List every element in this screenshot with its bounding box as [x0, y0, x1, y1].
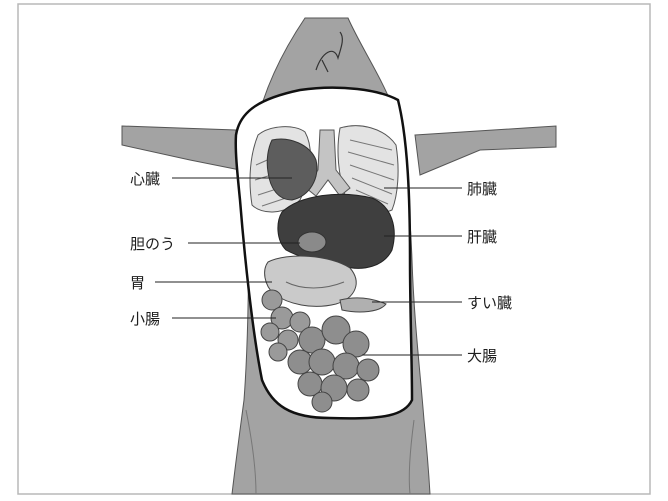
label-liver: 肝臓 — [467, 228, 497, 246]
label-small-intestine: 小腸 — [130, 310, 160, 328]
label-pancreas: すい臓 — [467, 294, 512, 312]
gallbladder — [298, 232, 326, 252]
label-stomach: 胃 — [130, 274, 145, 292]
label-lung: 肺臓 — [467, 180, 497, 198]
label-gallbladder: 胆のう — [130, 235, 175, 253]
label-heart: 心臓 — [130, 170, 160, 188]
label-large-intestine: 大腸 — [467, 347, 497, 365]
